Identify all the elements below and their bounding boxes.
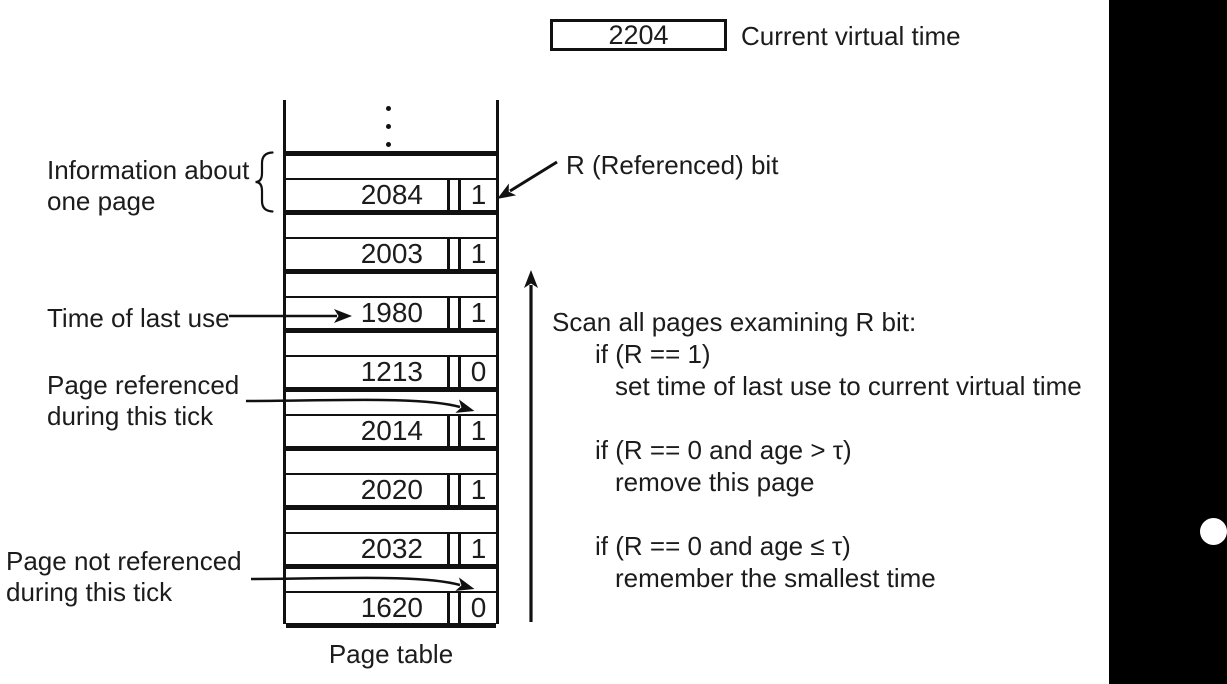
scan-algorithm: Scan all pages examining R bit: if (R ==… (552, 306, 1082, 594)
clause-action: remember the smallest time (615, 563, 936, 593)
label-time-of-last-use: Time of last use (47, 303, 230, 333)
time-of-last-use-value: 1213 (286, 357, 450, 387)
page-table-entry: 1980 1 (286, 298, 496, 328)
page-table: 2084 1 2003 1 1980 1 1213 0 2014 1 (283, 100, 499, 628)
time-of-last-use-value: 2084 (286, 180, 450, 210)
thick-divider (286, 446, 496, 451)
thick-divider (286, 564, 496, 569)
r-bit-value: 1 (458, 298, 496, 328)
time-of-last-use-value: 1620 (286, 593, 450, 623)
thick-divider (286, 623, 496, 628)
page-table-entry: 2020 1 (286, 475, 496, 505)
r-bit-arrow (497, 160, 558, 199)
r-bit-value: 1 (458, 239, 496, 269)
r-bit-value: 0 (458, 357, 496, 387)
page-row-spare (286, 510, 496, 534)
page-row-spare (286, 215, 496, 239)
thick-divider (286, 269, 496, 274)
algorithm-clause: if (R == 0 and age ≤ τ) remember the sma… (552, 530, 1082, 594)
ellipsis-dot (386, 124, 391, 129)
page-table-entry: 1620 0 (286, 593, 496, 623)
thick-divider (286, 151, 496, 156)
clause-condition: if (R == 0 and age > τ) (595, 435, 852, 465)
time-of-last-use-value: 1980 (286, 298, 450, 328)
time-of-last-use-value: 2014 (286, 416, 450, 446)
table-continuation-dots (286, 100, 496, 151)
algorithm-clause: if (R == 1) set time of last use to curr… (552, 338, 1082, 402)
time-of-last-use-value: 2020 (286, 475, 450, 505)
ellipsis-dot (386, 106, 391, 111)
r-bit-value: 1 (458, 475, 496, 505)
page-row-spare (286, 274, 496, 298)
page-row-spare (286, 451, 496, 475)
clause-action: remove this page (615, 467, 815, 497)
thick-divider (286, 328, 496, 333)
label-r-referenced-bit: R (Referenced) bit (566, 150, 779, 180)
thick-divider (286, 210, 496, 215)
page-table-entry: 1213 0 (286, 357, 496, 387)
label-information-about-one-page: Information about one page (47, 155, 250, 216)
clause-action: set time of last use to current virtual … (615, 371, 1082, 401)
page-edge-strip (1109, 0, 1227, 684)
r-bit-value: 1 (458, 416, 496, 446)
page-table-caption: Page table (328, 639, 454, 669)
one-page-brace (255, 151, 274, 213)
label-page-not-referenced: Page not referenced during this tick (6, 546, 242, 607)
ellipsis-dot (386, 142, 391, 147)
time-of-last-use-value: 2003 (286, 239, 450, 269)
page-row-spare (286, 569, 496, 593)
page-row-spare (286, 333, 496, 357)
time-of-last-use-value: 2032 (286, 534, 450, 564)
page-table-entry: 2014 1 (286, 416, 496, 446)
thick-divider (286, 505, 496, 510)
edge-dot (1200, 518, 1227, 545)
thick-divider (286, 387, 496, 392)
current-virtual-time-value: 2204 (608, 20, 669, 50)
page-table-entry: 2003 1 (286, 239, 496, 269)
r-bit-value: 1 (458, 534, 496, 564)
current-virtual-time-box: 2204 (550, 19, 727, 51)
r-bit-value: 1 (458, 180, 496, 210)
clause-condition: if (R == 1) (595, 339, 711, 369)
algorithm-intro: Scan all pages examining R bit: (552, 307, 917, 337)
r-bit-value: 0 (458, 593, 496, 623)
page-row-spare (286, 156, 496, 180)
clause-condition: if (R == 0 and age ≤ τ) (595, 531, 851, 561)
page-table-entry: 2032 1 (286, 534, 496, 564)
algorithm-clause: if (R == 0 and age > τ) remove this page (552, 434, 1082, 498)
page-row-spare (286, 392, 496, 416)
label-page-referenced: Page referenced during this tick (47, 370, 240, 431)
current-virtual-time-label: Current virtual time (741, 21, 961, 51)
page-table-entry: 2084 1 (286, 180, 496, 210)
